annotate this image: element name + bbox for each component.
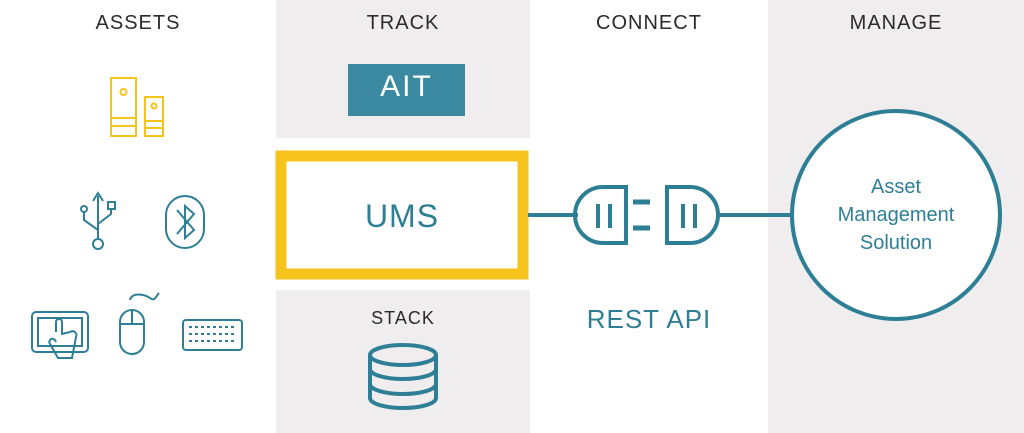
ums-label: UMS	[364, 198, 440, 234]
solution-circle	[790, 109, 1002, 321]
bluetooth-icon	[165, 195, 205, 249]
solution-label: Asset Management Solution	[812, 173, 980, 257]
ums-box	[275, 150, 529, 280]
ait-box	[348, 64, 465, 116]
solution-line-1: Asset	[870, 176, 922, 198]
solution-line-3: Solution	[859, 232, 933, 254]
keyboard-icon	[182, 319, 243, 351]
stack-label: STACK	[371, 308, 435, 328]
connect-heading: CONNECT	[596, 12, 702, 34]
touchscreen-icon	[31, 311, 89, 359]
ait-label: AIT	[380, 70, 433, 103]
server-tower-icon	[110, 77, 164, 137]
manage-heading: MANAGE	[849, 12, 943, 34]
solution-line-2: Management	[837, 204, 955, 226]
plug-connector-icon	[573, 185, 720, 245]
track-heading: TRACK	[366, 12, 440, 34]
assets-heading: ASSETS	[95, 12, 181, 34]
database-icon	[368, 343, 438, 410]
mouse-icon	[119, 292, 160, 355]
rest-api-label: REST API	[586, 304, 712, 334]
usb-icon	[80, 191, 116, 250]
